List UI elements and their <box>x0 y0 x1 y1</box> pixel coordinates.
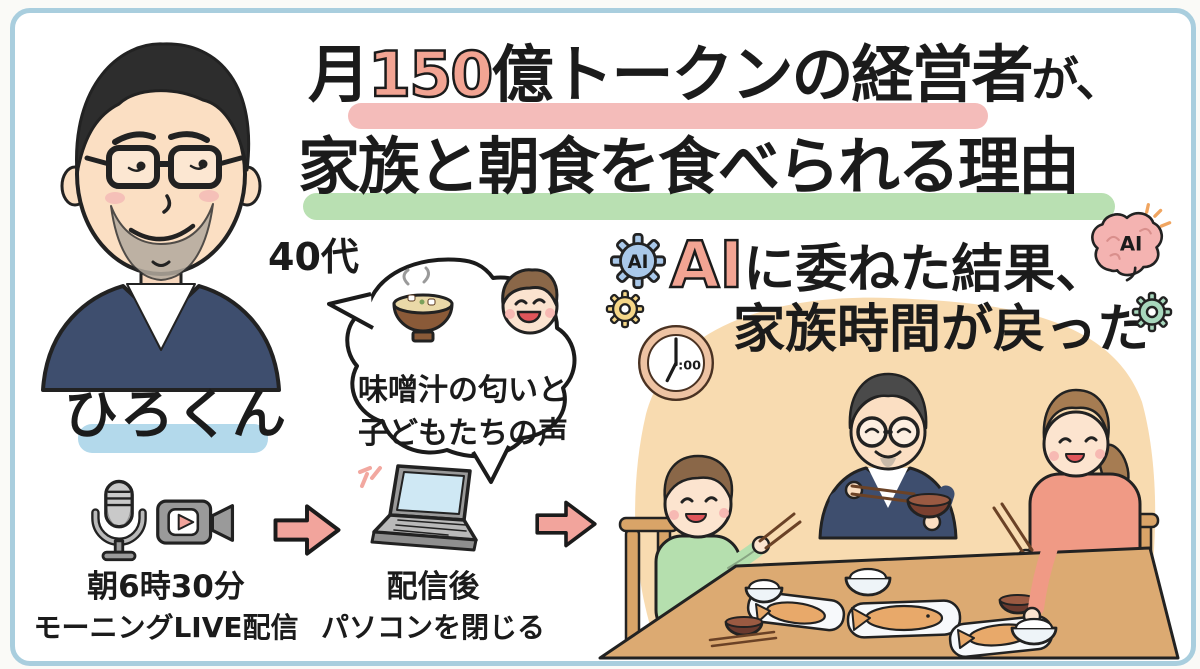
title-line1-prefix: 月 <box>308 38 370 111</box>
ai-headline-line1: AIに委ねた結果、 <box>669 233 1108 300</box>
rice-bowl <box>744 586 784 604</box>
clock-icon: :00 <box>638 325 714 401</box>
step2-line2: パソコンを閉じる <box>320 610 545 644</box>
title-line1-end: が、 <box>1031 53 1122 108</box>
person-name: ひろくん <box>64 383 288 446</box>
ai-headline-line2: 家族時間が戻った <box>733 300 1150 360</box>
title-number: 150 <box>367 38 495 111</box>
ai-gear-label: AI <box>628 252 649 273</box>
title-line1: 月150億トークンの経営者が、 <box>308 42 1123 108</box>
step1-line1: 朝6時30分 <box>87 569 245 605</box>
laptop-icon <box>358 464 478 552</box>
title-line1-suffix: 億トークンの経営者 <box>491 38 1033 111</box>
clock-minutes-label: :00 <box>678 358 701 373</box>
stubble-beard <box>110 203 214 281</box>
arrow-right-icon <box>273 504 341 556</box>
sparkles <box>1145 203 1172 228</box>
step2-line1: 配信後 <box>386 569 480 605</box>
rice-bowl <box>1010 626 1058 646</box>
step1-line2: モーニングLIVE配信 <box>33 610 299 644</box>
steam <box>402 266 431 286</box>
blush <box>105 192 125 204</box>
microphone-icon <box>91 479 147 562</box>
tableware <box>708 540 1058 659</box>
grilled-fish <box>864 604 944 632</box>
small-gear-icon-yellow <box>605 289 645 329</box>
child-face-icon <box>501 268 559 335</box>
father-eating <box>818 372 958 540</box>
title-line2-highlight <box>303 193 1115 220</box>
hour-hand <box>665 361 678 383</box>
hair <box>75 42 251 176</box>
bubble-tail-bottom <box>471 445 511 484</box>
person-age: 40代 <box>268 235 359 279</box>
sparkles <box>358 466 382 488</box>
ai-gear-icon: AI <box>610 233 666 289</box>
family-breakfast-scene <box>598 297 1180 660</box>
miso-soup-bowl-icon <box>392 266 454 343</box>
mother-forearm <box>1028 540 1058 616</box>
ai-line1-rest: に委ねた結果、 <box>743 240 1108 300</box>
rice-bowl <box>844 576 892 597</box>
man-portrait <box>41 42 281 392</box>
bubble-line1: 味噌汁の匂いと <box>358 373 568 408</box>
arrow-right-icon <box>535 500 597 548</box>
bubble-line2: 子どもたちの声 <box>358 415 568 451</box>
step2-caption: 配信後 パソコンを閉じる <box>308 569 558 644</box>
glasses <box>106 145 160 189</box>
name-highlight <box>78 424 268 453</box>
video-camera-icon <box>156 499 235 545</box>
title-line2: 家族と朝食を食べられる理由 <box>298 130 1080 203</box>
title-line1-highlight <box>348 103 988 129</box>
bubble-tail-left <box>327 292 374 330</box>
small-gear-icon-green <box>1131 291 1173 333</box>
ai-accent: AI <box>669 229 745 303</box>
ai-brain-label: AI <box>1120 233 1143 256</box>
smile <box>128 223 196 242</box>
bubble-text: 味噌汁の匂いと 子どもたちの声 <box>337 373 589 451</box>
step1-caption: 朝6時30分 モーニングLIVE配信 <box>20 569 312 644</box>
ai-brain-icon: AI <box>1091 203 1172 282</box>
